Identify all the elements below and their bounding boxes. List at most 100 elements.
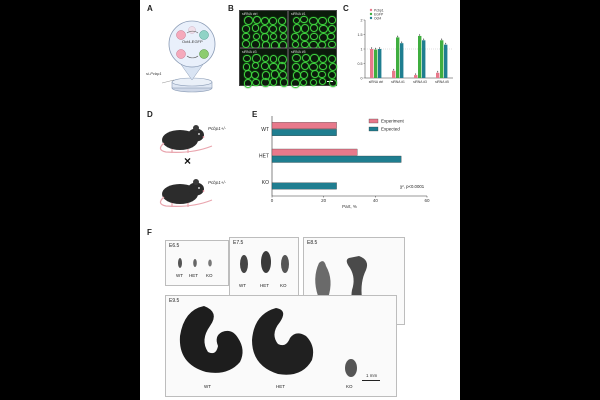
embryos-e6-5 [178,258,212,268]
cell-marker [300,62,309,71]
micrograph-siRNA-ctrl: siRNA ctrl [239,10,288,50]
mouse-cross-diagram [159,125,213,207]
stat-annotation: χ², p<0.0001 [400,184,425,189]
legend-swatch [369,8,373,12]
cell-marker [261,16,269,25]
cell-marker [243,16,253,25]
panel-f-letter: F [147,228,152,237]
bar-pcbp1 [436,72,440,78]
x-tick-label: siRNA #3 [413,80,427,84]
cell-marker [278,16,287,25]
cell-marker [319,62,327,70]
stage-label: E6.5 [169,243,180,249]
cell-marker [261,62,269,70]
y-tick-label: 2 [361,18,363,22]
cell-marker [279,78,289,88]
bar-pcbp1 [414,75,418,78]
data-point [371,47,373,49]
cell-marker [242,32,250,40]
panel-e-letter: E [252,110,258,119]
cell-marker [251,62,259,70]
cell-marker [269,24,278,33]
scale-bar-label: 1 mm [366,373,378,378]
micrograph-label: siRNA #1 [291,12,306,16]
data-point [401,41,403,43]
cell-marker [279,32,288,41]
cell-marker [252,54,261,63]
stage-label: E7.5 [233,240,244,246]
cell-marker [318,54,327,63]
legend-label: Pcbp1 [374,8,384,12]
bar-oct4 [422,40,426,78]
x-tick-label: 20 [321,198,327,203]
data-point [423,38,425,40]
cell-marker [292,17,300,25]
legend-swatch [368,118,379,124]
cell-marker [291,79,300,88]
mouse-top-genotype: Pcbp1+/- [208,126,227,131]
cell-marker [292,54,301,63]
embryos-e9-5 [179,306,357,377]
y-tick-label: HET [259,154,269,160]
cell-marker [260,78,270,88]
culture-diagram [161,20,216,93]
panel-a-letter: A [147,4,153,13]
micrograph-label: siRNA #3 [242,50,257,54]
genotype-label: WT [239,283,246,288]
micrograph-label: siRNA ctrl [242,12,258,16]
figure-page: A B C D E F Oct4-EGFP si-Pcbp1 siRNA ctr… [140,0,460,400]
cell-marker [269,78,278,87]
legend-label: EGFP [374,12,384,16]
bar-egfp [396,37,400,78]
cell-marker [328,16,336,24]
legend-swatch [369,12,373,16]
data-point [419,34,421,36]
cell-marker [261,33,270,42]
bar-pcbp1 [370,49,374,78]
genotype-label: WT [204,384,211,389]
cell-marker [252,16,261,24]
data-point [397,35,399,37]
data-point [415,73,417,75]
cell-marker [328,79,337,88]
cell-marker [327,32,335,41]
cell-marker [318,70,326,79]
cell-marker [269,32,278,41]
legend-label: Expected [381,127,400,132]
data-point [441,38,443,40]
bar-egfp [440,40,444,78]
data-point [445,43,447,45]
panel-c-letter: C [343,4,349,13]
embryo-frame-e9-5: E9.5 WT HET KO [165,295,397,397]
data-point [379,47,381,49]
cross-symbol: × [184,154,192,168]
stage-label: E9.5 [169,298,180,304]
bar-oct4 [378,49,382,78]
y-tick-label: 1.5 [358,33,363,37]
genotype-label: KO [346,384,353,389]
cell-marker [243,63,251,71]
mouse-top-icon [159,125,213,153]
embryo-frame-e7-5: E7.5 WT HET KO [229,237,299,297]
embryo-frame-e6-5: E6.5 WT HET KO [165,240,229,286]
data-point [375,48,377,50]
cell-marker [278,70,287,79]
bar-egfp [374,49,378,78]
micrograph-siRNA-1: siRNA #1 [288,10,337,50]
genotype-label: HET [189,273,198,278]
cell-marker [301,54,310,62]
cell-marker [278,62,287,71]
genotype-label: HET [276,384,285,389]
data-point [437,71,439,73]
cell-marker [242,40,251,49]
cell-marker [319,24,328,34]
bar-experiment [271,122,337,129]
cell-marker [251,24,260,32]
legend-swatch [368,126,379,132]
y-tick-label: KO [262,180,269,186]
bar-expected [271,129,337,136]
cell-marker [310,32,318,40]
cell-marker [300,16,308,24]
cell-marker [327,54,337,64]
cell-marker [243,79,253,88]
